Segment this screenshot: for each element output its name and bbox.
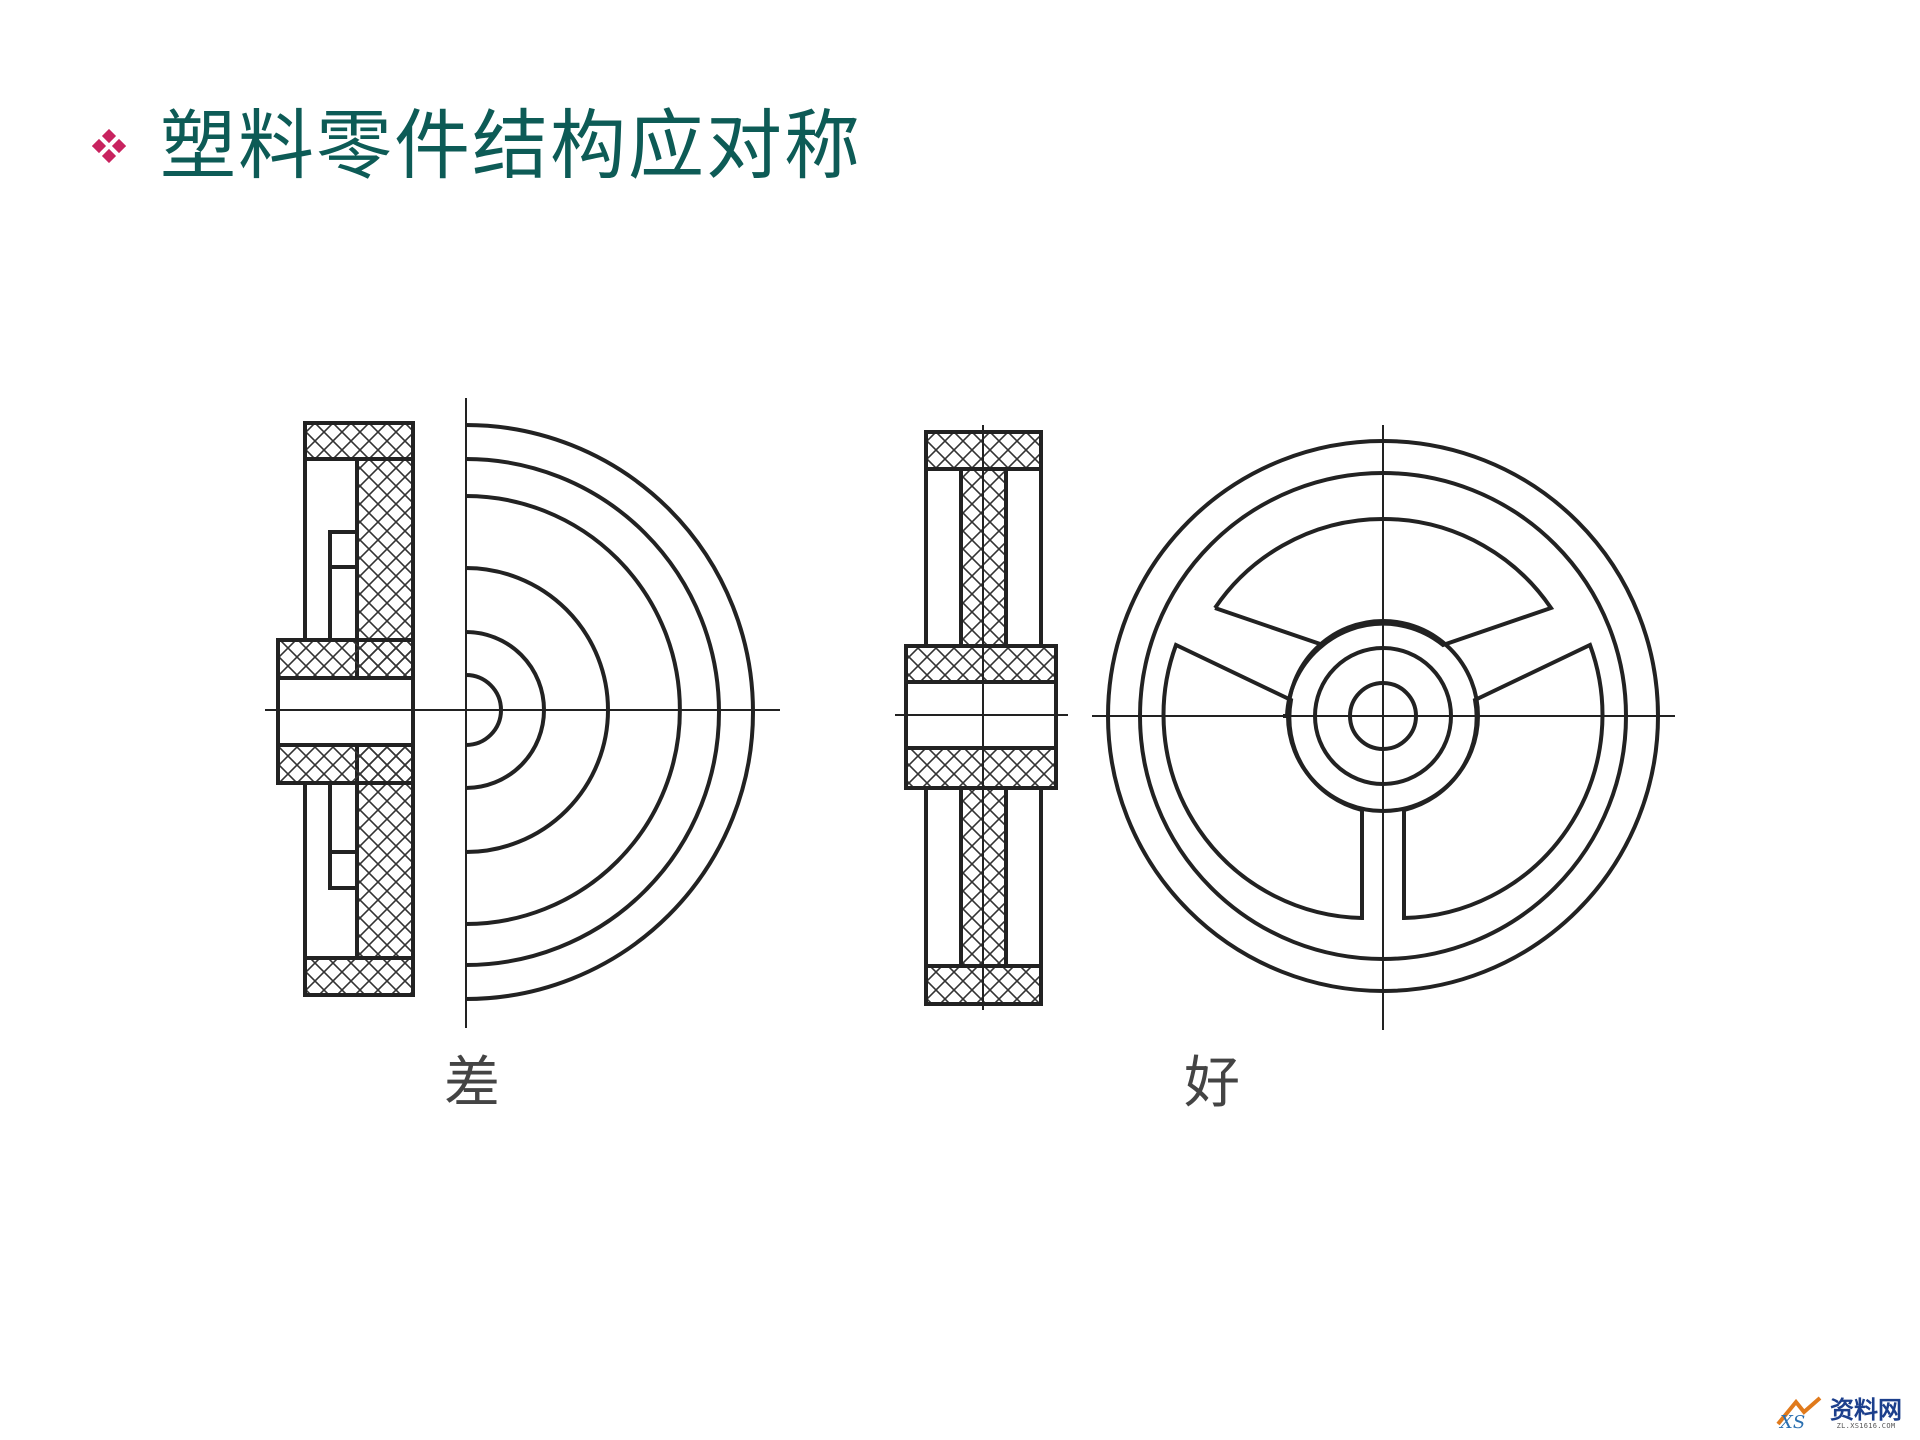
site-watermark: XS 资料网 ZL.XS1616.COM <box>1774 1394 1902 1430</box>
watermark-main: 资料网 <box>1830 1396 1902 1424</box>
good-design-section-view <box>895 425 1068 1010</box>
diamond-bullet-icon <box>92 129 126 163</box>
xs-logo-icon: XS <box>1776 1396 1822 1430</box>
slide-title: 塑料零件结构应对称 <box>160 101 862 190</box>
bad-design-section-view <box>265 398 780 1028</box>
svg-text:XS: XS <box>1778 1412 1805 1430</box>
good-caption: 好 <box>1184 1051 1240 1116</box>
slide-title-row: 塑料零件结构应对称 <box>92 108 862 184</box>
good-design-front-view <box>1092 425 1675 1030</box>
watermark-sub: ZL.XS1616.COM <box>1836 1422 1896 1430</box>
bad-caption: 差 <box>444 1051 500 1116</box>
